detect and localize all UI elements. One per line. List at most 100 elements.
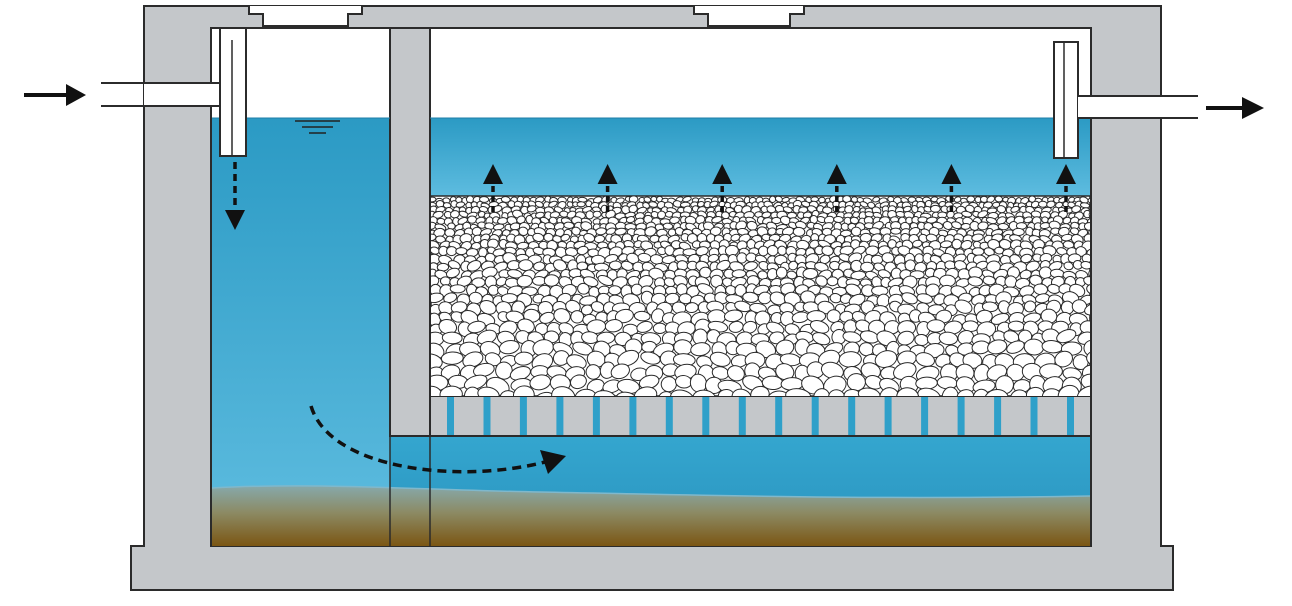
gravel-stone: [1010, 205, 1020, 213]
gravel-stone: [997, 222, 1010, 231]
gravel-stone: [1062, 216, 1072, 225]
gravel-stone: [709, 200, 719, 208]
gravel-stone: [439, 276, 451, 286]
gravel-stone: [1007, 320, 1025, 332]
gravel-stone: [662, 222, 674, 230]
gravel-stone: [929, 204, 941, 213]
gravel-stone: [1080, 260, 1090, 270]
gravel-stone: [873, 262, 885, 272]
gravel-stone: [466, 260, 482, 272]
underdrain-slot: [447, 397, 454, 435]
gravel-stone: [526, 205, 537, 213]
gravel-stone: [455, 247, 468, 256]
gravel-stone: [961, 210, 973, 218]
underdrain-slot: [957, 397, 965, 435]
gravel-stone: [495, 276, 508, 287]
inlet-chamber-water: [212, 118, 390, 546]
gravel-stone: [516, 196, 525, 203]
gravel-stone: [532, 275, 547, 286]
gravel-stone: [779, 233, 792, 243]
gravel-stone: [860, 261, 875, 273]
gravel-stone: [926, 319, 946, 333]
gravel-stone: [983, 247, 995, 257]
gravel-stone: [682, 196, 692, 203]
gravel-stone: [696, 283, 714, 296]
gravel-stone: [608, 260, 623, 271]
gravel-stone: [977, 210, 989, 219]
gravel-stone: [967, 276, 984, 287]
gravel-stone: [443, 292, 458, 304]
filter-chamber-water: [430, 118, 1090, 198]
gravel-stone: [456, 275, 472, 287]
gravel-stone: [833, 215, 844, 224]
gravel-stone: [435, 235, 446, 244]
gravel-stone: [925, 283, 940, 297]
gravel-stone: [788, 260, 799, 271]
underdrain-slot: [884, 397, 892, 435]
underdrain-slot: [665, 397, 673, 435]
gravel-stone: [1039, 363, 1063, 380]
underdrain-slot: [556, 397, 564, 435]
gravel-stone: [1063, 261, 1074, 271]
underdrain-slot: [738, 397, 746, 435]
gravel-stone: [1087, 197, 1090, 204]
underdrain-slot: [483, 397, 491, 435]
gravel-stone: [552, 259, 568, 272]
gravel-stone: [553, 308, 571, 324]
underdrain-slot: [519, 397, 527, 435]
gravel-stone: [533, 261, 546, 272]
gravel-stone: [1084, 302, 1090, 316]
gravel-stone: [643, 196, 652, 203]
gravel-stone: [819, 254, 831, 265]
underdrain-slab: [429, 395, 1092, 437]
gravel-stone: [628, 204, 638, 214]
baffle-wall: [389, 27, 431, 437]
gravel-stone: [1038, 200, 1048, 208]
gravel-stone: [625, 216, 636, 224]
gravel-stone: [663, 277, 676, 288]
gravel-stone: [782, 206, 793, 213]
underdrain-slot: [921, 397, 929, 435]
gravel-stone: [845, 283, 862, 297]
gravel-stone: [792, 226, 806, 237]
outlet-arrow-icon: [1206, 97, 1264, 119]
underdrain-slot: [1067, 397, 1074, 435]
gravel-stone: [716, 259, 731, 272]
gravel-stone: [711, 216, 723, 224]
gravel-stone: [467, 320, 486, 334]
gravel-stone: [977, 221, 989, 231]
underdrain-slot: [848, 397, 856, 435]
gravel-stone: [560, 233, 571, 242]
gravel-stone: [614, 227, 627, 236]
gravel-stone: [614, 308, 634, 324]
gravel-stone: [731, 269, 747, 279]
gravel-stone: [565, 299, 581, 314]
gravel-stone: [1046, 200, 1056, 208]
gravel-stone: [449, 284, 466, 294]
gravel-stone: [994, 196, 1003, 203]
gravel-stone: [1023, 216, 1033, 224]
underdrain-slot: [775, 397, 783, 435]
sludge-layer: [212, 485, 1090, 546]
access-opening-right: [693, 6, 805, 27]
gravel-stone: [582, 276, 599, 288]
gravel-stone: [431, 292, 444, 304]
gravel-stone: [730, 233, 741, 242]
gravel-stone: [608, 285, 622, 296]
gravel-stone: [961, 320, 980, 333]
gravel-stone: [890, 227, 902, 235]
gravel-stone: [802, 267, 819, 280]
gravel-stone: [652, 322, 668, 335]
gravel-stone: [814, 262, 829, 272]
underdrain-slot: [592, 397, 600, 435]
underdrain-slot: [811, 397, 819, 435]
gravel-stone: [576, 245, 589, 256]
gravel-stone: [917, 216, 929, 223]
gravel-stone: [872, 196, 881, 203]
gravel-stone: [850, 226, 862, 237]
gravel-stone: [826, 309, 841, 324]
gravel-stone: [986, 260, 1001, 273]
gravel-stone: [986, 196, 996, 203]
